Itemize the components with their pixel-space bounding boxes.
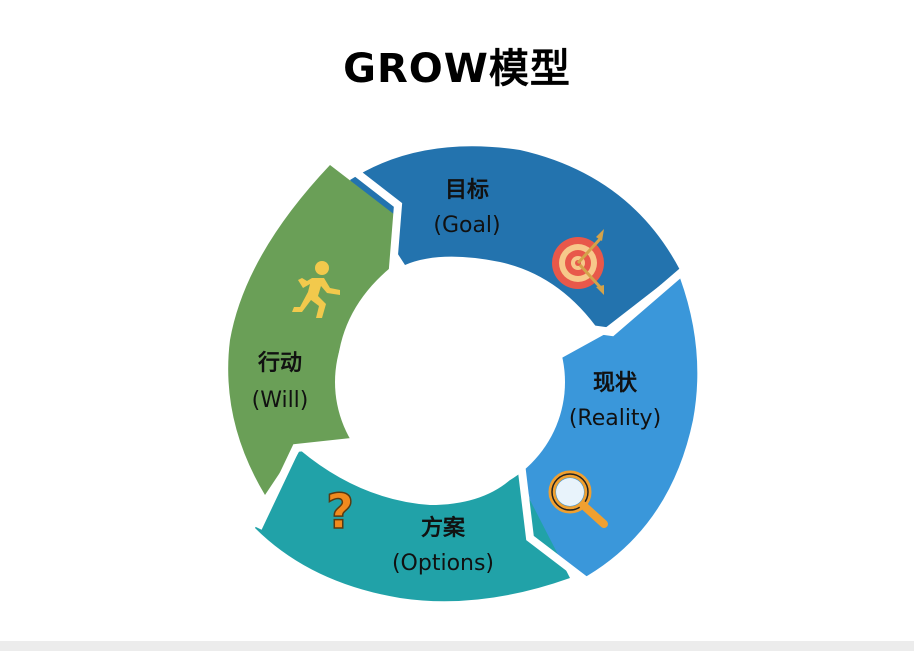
target-icon — [552, 229, 604, 295]
options-label-en: (Options) — [392, 551, 494, 576]
page-title: GROW模型 — [343, 46, 571, 92]
options-label-cn: 方案 — [421, 515, 466, 541]
goal-label-cn: 目标 — [445, 177, 489, 203]
bottom-bar — [0, 641, 914, 651]
goal-label-en: (Goal) — [433, 213, 500, 238]
segment-options-arrow — [255, 450, 570, 602]
reality-label-en: (Reality) — [569, 406, 661, 431]
center-hole — [335, 267, 565, 497]
will-label-cn: 行动 — [257, 350, 302, 376]
separator-options-will — [254, 436, 371, 530]
running-person-icon — [292, 261, 340, 318]
separator-reality-options — [516, 454, 588, 584]
magnifier-icon — [548, 470, 608, 528]
separator-goal-reality — [539, 266, 687, 337]
separator-will-goal — [337, 156, 403, 281]
segment-will-arrow — [228, 165, 395, 495]
will-label-en: (Will) — [252, 388, 309, 413]
question-mark-icon: ? — [326, 484, 354, 540]
reality-label-cn: 现状 — [593, 371, 638, 396]
